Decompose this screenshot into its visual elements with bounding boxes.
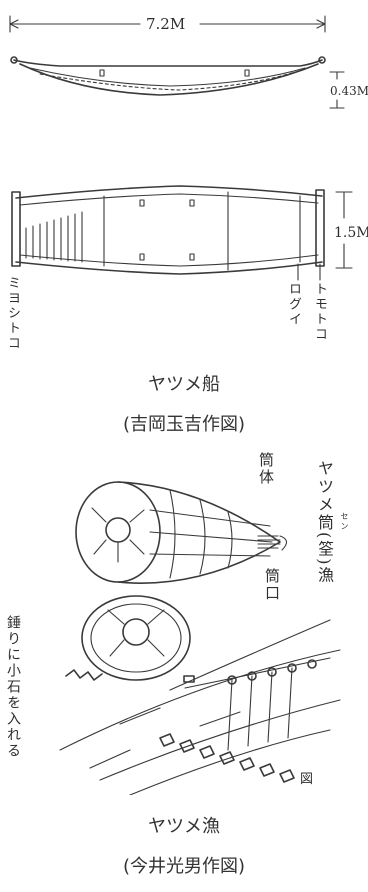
fishing-credit: (今井光男作図)	[122, 856, 246, 877]
trap-mouth-label: 筒口	[263, 568, 281, 602]
height-dimension	[329, 71, 345, 109]
trap-body-label: 筒体	[257, 452, 275, 486]
length-label: 7.2M	[146, 15, 185, 33]
boat-caption: ヤツメ船	[148, 374, 220, 395]
river-scene-sketch	[59, 619, 341, 795]
trap-fishing-label: ヤツメ筒(筌)漁	[315, 460, 334, 585]
tomotoko-label: トモトコ	[312, 282, 327, 342]
width-dimension	[335, 191, 353, 269]
boat-figure: 7.2M 0.43M	[0, 0, 368, 360]
boat-drawing: 7.2M 0.43M	[9, 15, 368, 281]
figure-mark-label: 図	[300, 772, 314, 787]
mioshitoko-label: ミヨシトコ	[5, 276, 20, 351]
boat-credit: (吉岡玉吉作図)	[122, 414, 246, 435]
rogui-label: ログイ	[286, 282, 301, 327]
length-dimension	[9, 15, 326, 33]
sen-ruby: セン	[340, 512, 349, 532]
width-label: 1.5M	[334, 225, 368, 241]
boat-top-view	[11, 185, 325, 275]
fishing-drawing	[59, 481, 341, 795]
boat-side-view	[10, 56, 326, 96]
height-label: 0.43M	[330, 84, 368, 98]
trap-mouth-sketch	[81, 595, 191, 681]
fishing-figure: 筒体 筒口 ヤツメ筒(筌)漁 セン 錘りに小石を入れる 図	[0, 450, 368, 795]
trap-body-sketch	[75, 481, 288, 584]
fishing-caption: ヤツメ漁	[148, 816, 220, 837]
weight-note-label: 錘りに小石を入れる	[5, 615, 21, 759]
